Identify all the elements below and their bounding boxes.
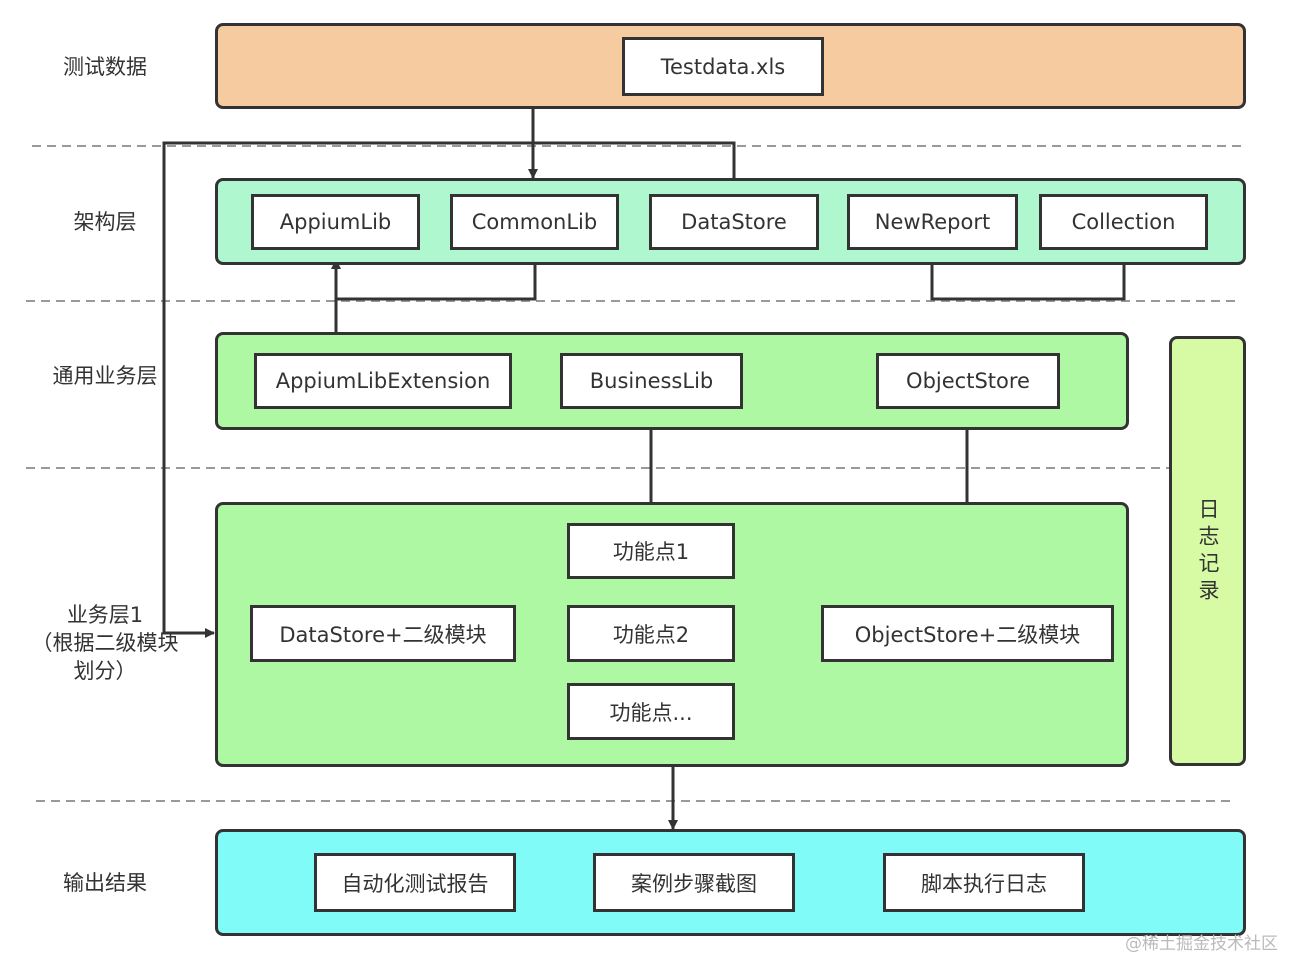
watermark: @稀土掘金技术社区 bbox=[1125, 934, 1278, 954]
node-step-screenshots[interactable]: 案例步骤截图 bbox=[593, 853, 795, 912]
row-label-output: 输出结果 bbox=[63, 871, 147, 895]
row-label-framework: 架构层 bbox=[73, 210, 137, 234]
row-label-business-line2: （根据二级模块 bbox=[31, 631, 179, 655]
layer-dividers bbox=[26, 145, 1246, 802]
node-objectstore[interactable]: ObjectStore bbox=[876, 353, 1060, 409]
node-feature-point-1[interactable]: 功能点1 bbox=[567, 523, 735, 579]
node-businesslib[interactable]: BusinessLib bbox=[560, 353, 743, 409]
arrow-collection-to-newreport bbox=[930, 248, 1126, 301]
node-commonlib[interactable]: CommonLib bbox=[450, 194, 619, 250]
node-feature-point-2[interactable]: 功能点2 bbox=[567, 605, 735, 662]
node-feature-point-more[interactable]: 功能点... bbox=[567, 683, 735, 740]
row-label-common-business: 通用业务层 bbox=[52, 364, 158, 388]
node-datastore-module[interactable]: DataStore+二级模块 bbox=[250, 605, 516, 662]
node-test-report[interactable]: 自动化测试报告 bbox=[314, 853, 516, 912]
node-datastore[interactable]: DataStore bbox=[649, 194, 819, 250]
row-label-business-line1: 业务层1 bbox=[66, 603, 144, 627]
line-commonlib-to-junction bbox=[336, 248, 537, 301]
node-testdata-xls[interactable]: Testdata.xls bbox=[622, 37, 824, 96]
row-label-business: 业务层1 （根据二级模块 划分） bbox=[20, 601, 190, 685]
log-panel-label: 日志记录 bbox=[1196, 498, 1220, 606]
arrow-datastore-to-business-layer bbox=[162, 141, 736, 635]
node-collection[interactable]: Collection bbox=[1039, 194, 1208, 250]
node-execution-log[interactable]: 脚本执行日志 bbox=[883, 853, 1085, 912]
node-appiumlib[interactable]: AppiumLib bbox=[251, 194, 420, 250]
row-label-business-line3: 划分） bbox=[73, 659, 137, 683]
row-label-test-data: 测试数据 bbox=[63, 55, 147, 79]
node-newreport[interactable]: NewReport bbox=[847, 194, 1018, 250]
node-appiumlibextension[interactable]: AppiumLibExtension bbox=[254, 353, 512, 409]
node-objectstore-module[interactable]: ObjectStore+二级模块 bbox=[821, 605, 1114, 662]
log-panel bbox=[1169, 336, 1246, 766]
